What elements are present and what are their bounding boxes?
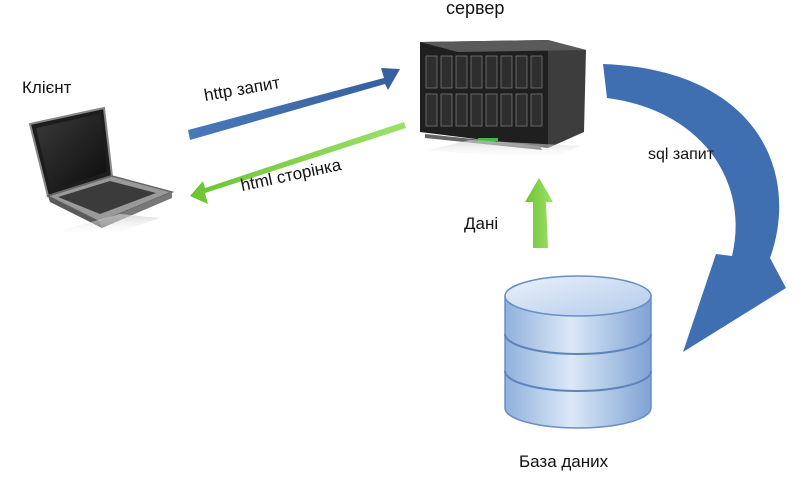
html-page-arrow [190, 122, 406, 204]
server-blade [500, 93, 513, 127]
server-blade [425, 55, 438, 89]
server-blade [485, 55, 498, 89]
server-blade [455, 93, 468, 127]
database-icon [504, 275, 652, 429]
server-blade [530, 93, 543, 127]
client-label: Клієнт [22, 78, 72, 97]
server-label: сервер [446, 0, 505, 18]
server-blade [425, 93, 438, 127]
server-blade [515, 55, 528, 89]
http-request-arrow [188, 68, 400, 140]
server-blade [440, 55, 453, 89]
sql-request-label: sql запит [648, 146, 715, 163]
server-icon [420, 40, 586, 160]
data-arrow [525, 178, 553, 248]
server-blade [470, 55, 483, 89]
server-blade [500, 55, 513, 89]
data-label: Дані [464, 214, 499, 233]
server-blade [485, 93, 498, 127]
database-label: База даних [519, 452, 609, 471]
server-blade [515, 93, 528, 127]
server-blade [470, 93, 483, 127]
server-blade [440, 93, 453, 127]
laptop-icon [28, 106, 175, 238]
sql-request-arrow [603, 64, 786, 352]
server-blade [530, 55, 543, 89]
server-blade [455, 55, 468, 89]
